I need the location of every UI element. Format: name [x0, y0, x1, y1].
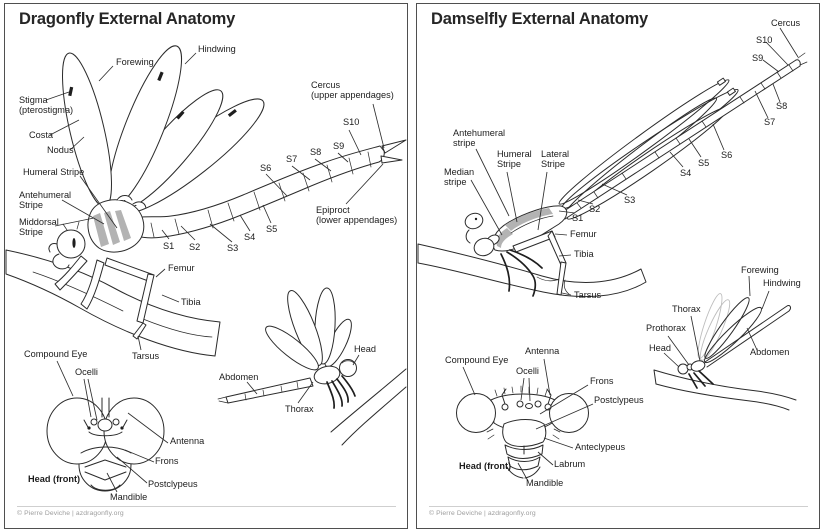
label-s7: S7: [764, 117, 776, 127]
page-title: Damselfly External Anatomy: [431, 10, 649, 28]
label-middorsal-stripe: Middorsal Stripe: [19, 217, 59, 238]
label-head-small: Head: [354, 344, 376, 354]
label-anteclypeus: Anteclypeus: [575, 442, 626, 452]
damselfly-page: Damselfly External Anatomy Cercus S10 S9…: [416, 3, 820, 529]
label-postclypeus: Postclypeus: [148, 479, 198, 489]
abdomen: [560, 52, 808, 220]
label-lateral-stripe: Lateral Stripe: [541, 149, 570, 170]
label-s1: S1: [572, 213, 584, 223]
pterostigma-marks: [68, 71, 237, 120]
label-s2: S2: [589, 204, 601, 214]
label-s1: S1: [163, 241, 175, 251]
label-tibia: Tibia: [181, 297, 201, 307]
label-abdomen-small: Abdomen: [750, 347, 790, 357]
branch: [5, 249, 221, 357]
label-antenna: Antenna: [525, 346, 560, 356]
label-median-stripe: Median stripe: [444, 167, 475, 188]
thorax: [87, 195, 147, 253]
cercus-appendage: [381, 139, 407, 154]
label-epiproct: Epiproct (lower appendages): [316, 205, 398, 226]
label-head-front: Head (front): [28, 474, 81, 484]
label-forewing: Forewing: [116, 57, 154, 67]
label-compound-eye: Compound Eye: [24, 349, 88, 359]
label-antenna: Antenna: [170, 436, 205, 446]
label-antehumeral-stripe: Antehumeral stripe: [453, 128, 506, 149]
label-femur: Femur: [168, 263, 195, 273]
copyright-credit: © Pierre Deviche | azdragonfly.org: [429, 510, 536, 517]
legs: [54, 255, 155, 340]
footer-rule: [429, 506, 808, 507]
label-head-front: Head (front): [459, 461, 512, 471]
label-frons: Frons: [590, 376, 614, 386]
dragonfly-illustration: [5, 45, 407, 493]
label-nodus: Nodus: [47, 145, 74, 155]
label-hindwing: Hindwing: [198, 44, 236, 54]
label-s2: S2: [189, 242, 201, 252]
label-femur: Femur: [570, 229, 597, 239]
label-s5: S5: [266, 224, 278, 234]
small-damselfly-figure: [653, 293, 797, 411]
head: [48, 221, 86, 270]
abdomen: [128, 139, 407, 239]
label-s8: S8: [776, 101, 788, 111]
head-front-diagram: [46, 397, 165, 492]
cercus-appendage: [797, 52, 808, 66]
label-s3: S3: [624, 195, 636, 205]
label-s10: S10: [343, 117, 360, 127]
label-cercus: Cercus: [771, 18, 801, 28]
leader-lines: [45, 52, 385, 493]
label-s8: S8: [310, 147, 322, 157]
pterostigma-marks: [716, 77, 736, 96]
label-s9: S9: [752, 53, 764, 63]
copyright-credit: © Pierre Deviche | azdragonfly.org: [17, 510, 124, 517]
leader-lines: [462, 27, 799, 482]
epiproct-appendage: [380, 155, 403, 164]
label-s3: S3: [227, 243, 239, 253]
label-s4: S4: [244, 232, 256, 242]
label-labrum: Labrum: [554, 459, 586, 469]
label-s5: S5: [698, 158, 710, 168]
label-stigma: Stigma (pterostigma): [19, 95, 74, 116]
label-costa: Costa: [29, 130, 54, 140]
label-forewing-small: Forewing: [741, 265, 779, 275]
small-dragonfly-figure: [217, 287, 407, 446]
label-s9: S9: [333, 141, 345, 151]
label-thorax-small: Thorax: [285, 404, 314, 414]
label-s6: S6: [260, 163, 272, 173]
label-tarsus: Tarsus: [132, 351, 160, 361]
label-humeral-stripe: Humeral Stripe: [497, 149, 532, 170]
label-ocelli: Ocelli: [516, 366, 539, 376]
legs: [500, 230, 567, 297]
head-front-diagram: [456, 385, 589, 479]
label-cercus: Cercus (upper appendages): [311, 80, 394, 101]
label-head-small: Head: [649, 343, 671, 353]
label-tarsus: Tarsus: [574, 290, 602, 300]
label-postclypeus: Postclypeus: [594, 395, 644, 405]
label-thorax-small: Thorax: [672, 304, 701, 314]
branch: [417, 243, 647, 298]
label-abdomen-small: Abdomen: [219, 372, 259, 382]
footer-rule: [17, 506, 396, 507]
label-hindwing-small: Hindwing: [763, 278, 801, 288]
dragonfly-page: Dragonfly External Anatomy Forewing Hind…: [4, 3, 408, 529]
page-title: Dragonfly External Anatomy: [19, 10, 236, 28]
label-s7: S7: [286, 154, 298, 164]
label-ocelli: Ocelli: [75, 367, 98, 377]
label-mandible: Mandible: [110, 492, 148, 502]
damselfly-illustration: [417, 27, 808, 482]
head: [464, 212, 495, 257]
label-humeral-stripe: Humeral Stripe: [23, 167, 85, 177]
label-compound-eye: Compound Eye: [445, 355, 509, 365]
label-s10: S10: [756, 35, 773, 45]
label-prothorax-small: Prothorax: [646, 323, 686, 333]
label-antehumeral-stripe: Antehumeral Stripe: [19, 190, 72, 211]
label-s4: S4: [680, 168, 692, 178]
label-s6: S6: [721, 150, 733, 160]
label-tibia: Tibia: [574, 249, 594, 259]
label-frons: Frons: [155, 456, 179, 466]
label-mandible: Mandible: [526, 478, 564, 488]
